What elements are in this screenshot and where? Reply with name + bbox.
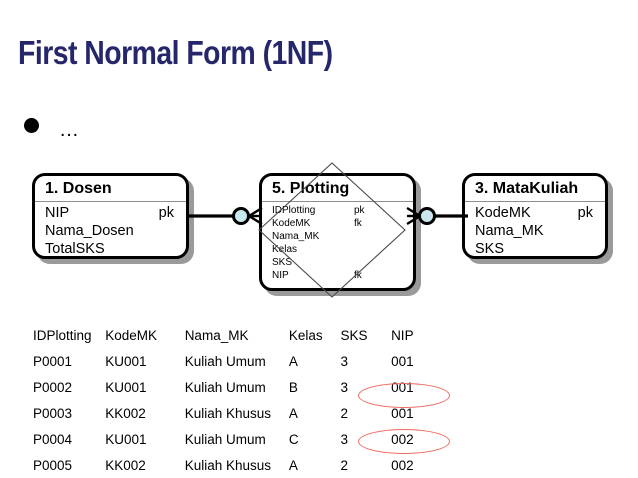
table-row: P0004 KU001 Kuliah Umum C 3 002 [33,426,453,452]
table-cell: A [288,405,298,421]
table-cell: 2 [340,405,349,421]
table-cell: P0003 [33,405,73,421]
entity-field-row: SKS [465,240,605,258]
table-cell: A [288,353,298,369]
entity-field-row: Kelas [262,243,413,256]
table-cell: Kuliah Umum [184,431,266,447]
entity-field-row: Nama_Dosen [35,222,186,240]
table-cell: Kuliah Umum [184,379,266,395]
field-name: NIP [45,205,70,221]
connector-dosen-plotting[interactable] [186,200,266,232]
table-cell: KK002 [105,457,146,473]
plotting-data-table: IDPlotting KodeMK Nama_MK Kelas SKS NIP … [33,322,453,478]
table-cell: 3 [340,353,349,369]
table-cell: KU001 [105,353,147,369]
field-name: NIP [272,270,289,281]
column-header: Nama_MK [184,327,249,343]
table-cell: KK002 [105,405,146,421]
field-key: pk [354,205,365,216]
table-cell: 3 [340,379,349,395]
column-header: NIP [391,327,414,343]
field-name: KodeMK [272,218,311,229]
field-name: KodeMK [475,205,531,221]
table-row: P0002 KU001 Kuliah Umum B 3 001 [33,374,453,400]
entity-title-matakuliah: 3. MataKuliah [465,176,605,202]
entity-field-row: IDPlotting pk [262,204,413,217]
field-name: Nama_Dosen [45,223,134,239]
field-key: fk [354,270,362,281]
filled-circle-bullet-icon [24,117,39,133]
field-name: SKS [272,257,293,268]
field-name: Nama_MK [272,231,320,242]
field-key: fk [354,218,362,229]
field-name: Kelas [272,244,298,255]
entity-field-row: TotalSKS [35,240,186,258]
entity-fields-plotting: IDPlotting pk KodeMK fk Nama_MK Kelas SK… [262,202,413,282]
field-name: TotalSKS [45,241,105,257]
field-key: pk [158,205,174,221]
table-cell: KU001 [105,431,147,447]
table-header-row: IDPlotting KodeMK Nama_MK Kelas SKS NIP [33,322,453,348]
table-cell: Kuliah Khusus [184,457,271,473]
table-cell: 001 [391,379,414,395]
field-name: SKS [475,241,505,257]
table-cell: Kuliah Khusus [184,405,271,421]
bullet-list-item: … [24,112,80,141]
table-cell: P0004 [33,431,73,447]
table-cell: P0001 [33,353,73,369]
entity-field-row: KodeMK fk [262,217,413,230]
connector-plotting-matakuliah[interactable] [404,200,468,232]
entity-fields-dosen: NIP pk Nama_Dosen TotalSKS [35,202,186,258]
entity-field-row: Nama_MK [262,230,413,243]
entity-field-row: Nama_MK [465,222,605,240]
entity-field-row: SKS [262,256,413,269]
entity-fields-matakuliah: KodeMK pk Nama_MK SKS [465,202,605,258]
table-cell: B [288,379,298,395]
table-cell: 3 [340,431,349,447]
table-cell: 001 [391,405,414,421]
table-cell: 001 [391,353,414,369]
table-cell: 002 [391,457,414,473]
table-row: P0001 KU001 Kuliah Umum A 3 001 [33,348,453,374]
entity-box-matakuliah[interactable]: 3. MataKuliah KodeMK pk Nama_MK SKS [462,173,608,259]
table-cell: P0005 [33,457,73,473]
entity-box-dosen[interactable]: 1. Dosen NIP pk Nama_Dosen TotalSKS [32,173,189,259]
page-title: First Normal Form (1NF) [18,34,333,71]
table-cell: 002 [391,431,414,447]
column-header: KodeMK [105,327,158,343]
entity-field-row: NIP pk [35,204,186,222]
column-header: IDPlotting [33,327,92,343]
entity-title-dosen: 1. Dosen [35,176,186,202]
bullet-item-label: … [59,119,80,141]
column-header: SKS [340,327,368,343]
field-key: pk [577,205,593,221]
table-cell: A [288,457,298,473]
entity-field-row: NIP fk [262,269,413,282]
entity-field-row: KodeMK pk [465,204,605,222]
table-row: P0005 KK002 Kuliah Khusus A 2 002 [33,452,453,478]
entity-title-plotting: 5. Plotting [262,176,413,202]
table-cell: KU001 [105,379,147,395]
table-cell: 2 [340,457,349,473]
entity-box-plotting[interactable]: 5. Plotting IDPlotting pk KodeMK fk Nama… [259,173,416,291]
table-cell: C [288,431,299,447]
column-header: Kelas [288,327,323,343]
table-row: P0003 KK002 Kuliah Khusus A 2 001 [33,400,453,426]
field-name: IDPlotting [272,205,316,216]
field-name: Nama_MK [475,223,544,239]
table-cell: P0002 [33,379,73,395]
table-cell: Kuliah Umum [184,353,266,369]
